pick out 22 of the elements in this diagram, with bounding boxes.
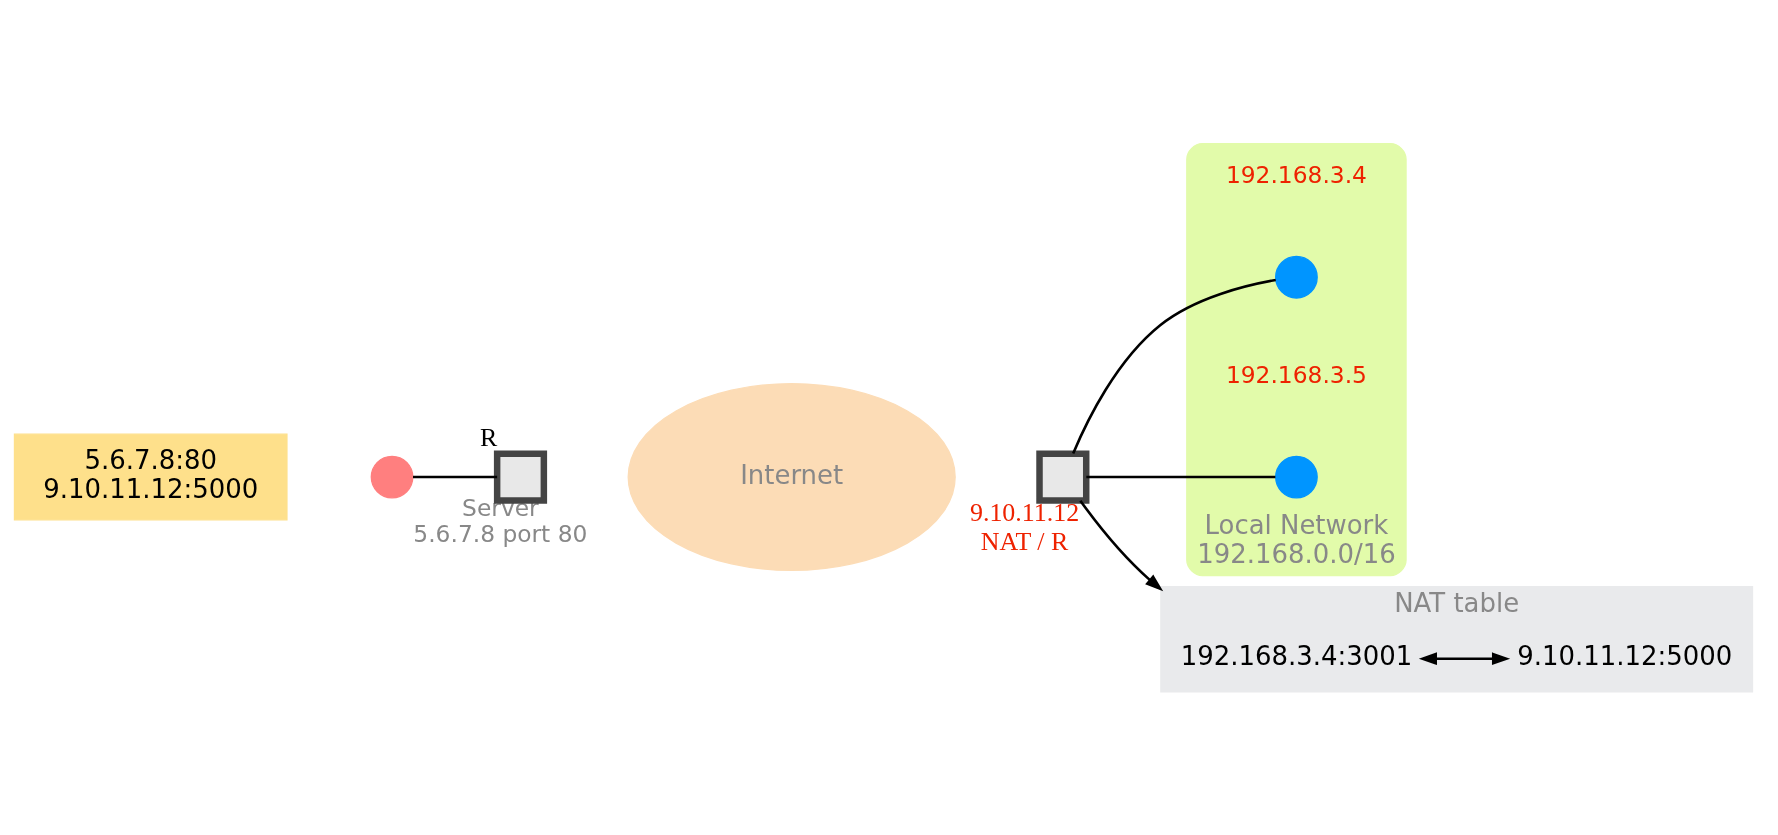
cluster — [1160, 585, 1754, 692]
node-box: 5.6.7.8:80 9.10.11.12:5000 — [13, 433, 288, 520]
node-text: 192.168.3.4:3001 — [1180, 640, 1413, 671]
arrow — [1079, 499, 1164, 591]
node-label: 9.10.11.12 — [969, 497, 1080, 527]
node-label: 192.168.3.4 — [1225, 160, 1367, 189]
node-label: R — [480, 422, 498, 452]
node-label: 192.168.3.5 — [1225, 360, 1367, 389]
node-label: Server — [462, 493, 539, 522]
node-circle — [1275, 455, 1318, 498]
node-circle — [1275, 255, 1318, 299]
arrow — [1418, 651, 1511, 665]
node-label: NAT table — [1394, 587, 1520, 618]
node-label: NAT / R — [980, 526, 1069, 556]
node-ellipse: Internet — [627, 382, 956, 571]
node-box — [1036, 449, 1090, 504]
connector — [1086, 475, 1276, 478]
connector — [1071, 278, 1276, 454]
node-circle — [370, 455, 414, 498]
node-label: 5.6.7.8 port 80 — [413, 519, 588, 548]
node-text: 9.10.11.12:5000 — [1517, 640, 1733, 671]
connector — [413, 475, 498, 478]
